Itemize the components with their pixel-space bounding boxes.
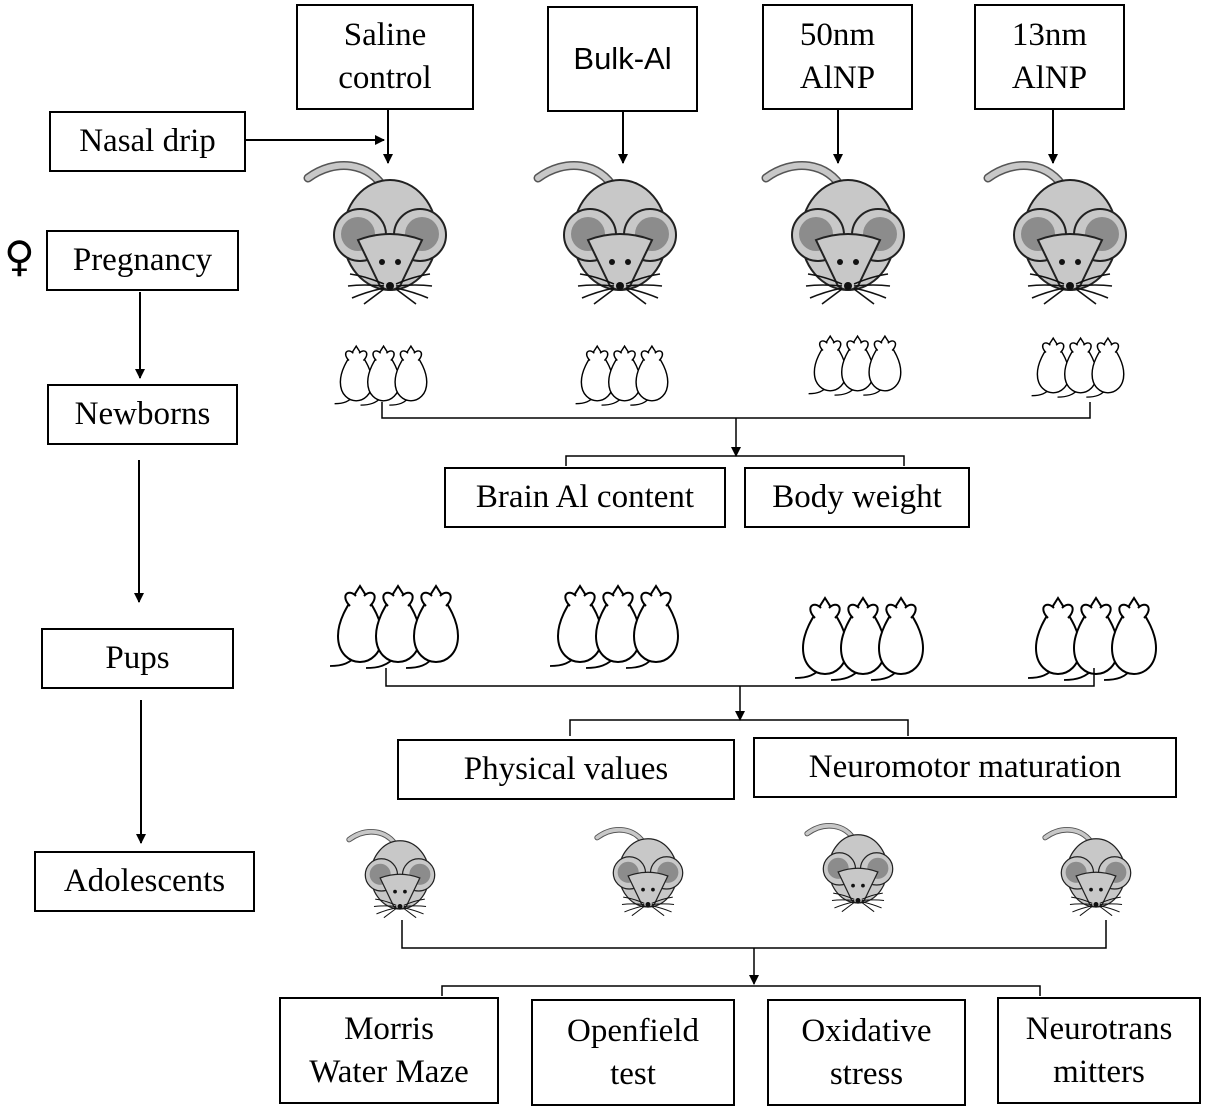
- nasal-drip-label: Nasal drip: [79, 123, 216, 160]
- pup-litter-saline-icon: [330, 586, 458, 668]
- adolescents-box: Adolescents: [34, 851, 255, 912]
- group-saline-label: Saline control: [338, 17, 432, 96]
- newborns-bracket: [381, 402, 1091, 466]
- mouse-mother-50nm-icon: [766, 166, 904, 305]
- adolescents-bracket: [401, 920, 1107, 996]
- group-bulk-label: Bulk-Al: [573, 40, 672, 76]
- pup-litter-13nm-icon: [1028, 598, 1156, 680]
- group-50nm-alnp-box: 50nm AlNP: [762, 4, 913, 110]
- openfield-label: Openfield test: [567, 1012, 699, 1092]
- newborns-label: Newborns: [74, 396, 211, 433]
- adolescents-label: Adolescents: [63, 863, 226, 900]
- body-weight-box: Body weight: [744, 467, 970, 528]
- newborn-litter-50nm-icon: [809, 336, 901, 395]
- neuromotor-label: Neuromotor maturation: [808, 749, 1122, 786]
- mouse-adolescent-13nm-icon: [1045, 830, 1131, 916]
- female-symbol-icon: ♀: [4, 232, 35, 281]
- brain-al-content-box: Brain Al content: [444, 467, 726, 528]
- body-weight-label: Body weight: [772, 479, 942, 516]
- pups-box: Pups: [41, 628, 234, 689]
- newborn-litter-bulk-icon: [576, 346, 668, 405]
- pregnancy-box: Pregnancy: [46, 230, 239, 291]
- group-bulk-al-box: Bulk-Al: [547, 6, 698, 112]
- oxidative-label: Oxidative stress: [801, 1012, 932, 1092]
- oxidative-stress-box: Oxidative stress: [767, 999, 966, 1106]
- nasal-drip-box: Nasal drip: [49, 111, 246, 172]
- group-saline-control-box: Saline control: [296, 4, 474, 110]
- mouse-adolescent-bulk-icon: [597, 830, 683, 916]
- newborn-litter-saline-icon: [335, 346, 427, 405]
- neuromotor-maturation-box: Neuromotor maturation: [753, 737, 1177, 798]
- neurotransmitters-box: Neurotrans mitters: [997, 997, 1201, 1104]
- mouse-mother-bulk-icon: [538, 166, 676, 305]
- pregnancy-label: Pregnancy: [72, 242, 213, 279]
- pup-litter-bulk-icon: [550, 586, 678, 668]
- morris-water-maze-box: Morris Water Maze: [279, 997, 499, 1104]
- morris-label: Morris Water Maze: [309, 1010, 469, 1090]
- openfield-test-box: Openfield test: [531, 999, 735, 1106]
- newborn-litter-13nm-icon: [1032, 338, 1124, 397]
- physical-values-label: Physical values: [463, 751, 669, 788]
- neurotransmitters-label: Neurotrans mitters: [1025, 1010, 1173, 1090]
- group-13nm-alnp-box: 13nm AlNP: [974, 4, 1125, 110]
- mouse-adolescent-saline-icon: [349, 832, 435, 918]
- pup-litter-50nm-icon: [795, 598, 923, 680]
- group-50nm-label: 50nm AlNP: [799, 17, 876, 96]
- mouse-mother-saline-icon: [308, 166, 446, 305]
- physical-values-box: Physical values: [397, 739, 735, 800]
- pups-bracket: [385, 668, 1095, 736]
- group-13nm-label: 13nm AlNP: [1011, 17, 1088, 96]
- newborns-box: Newborns: [47, 384, 238, 445]
- pups-label: Pups: [105, 640, 170, 677]
- mouse-adolescent-50nm-icon: [807, 826, 893, 912]
- mouse-mother-13nm-icon: [988, 166, 1126, 305]
- brain-al-label: Brain Al content: [475, 479, 695, 516]
